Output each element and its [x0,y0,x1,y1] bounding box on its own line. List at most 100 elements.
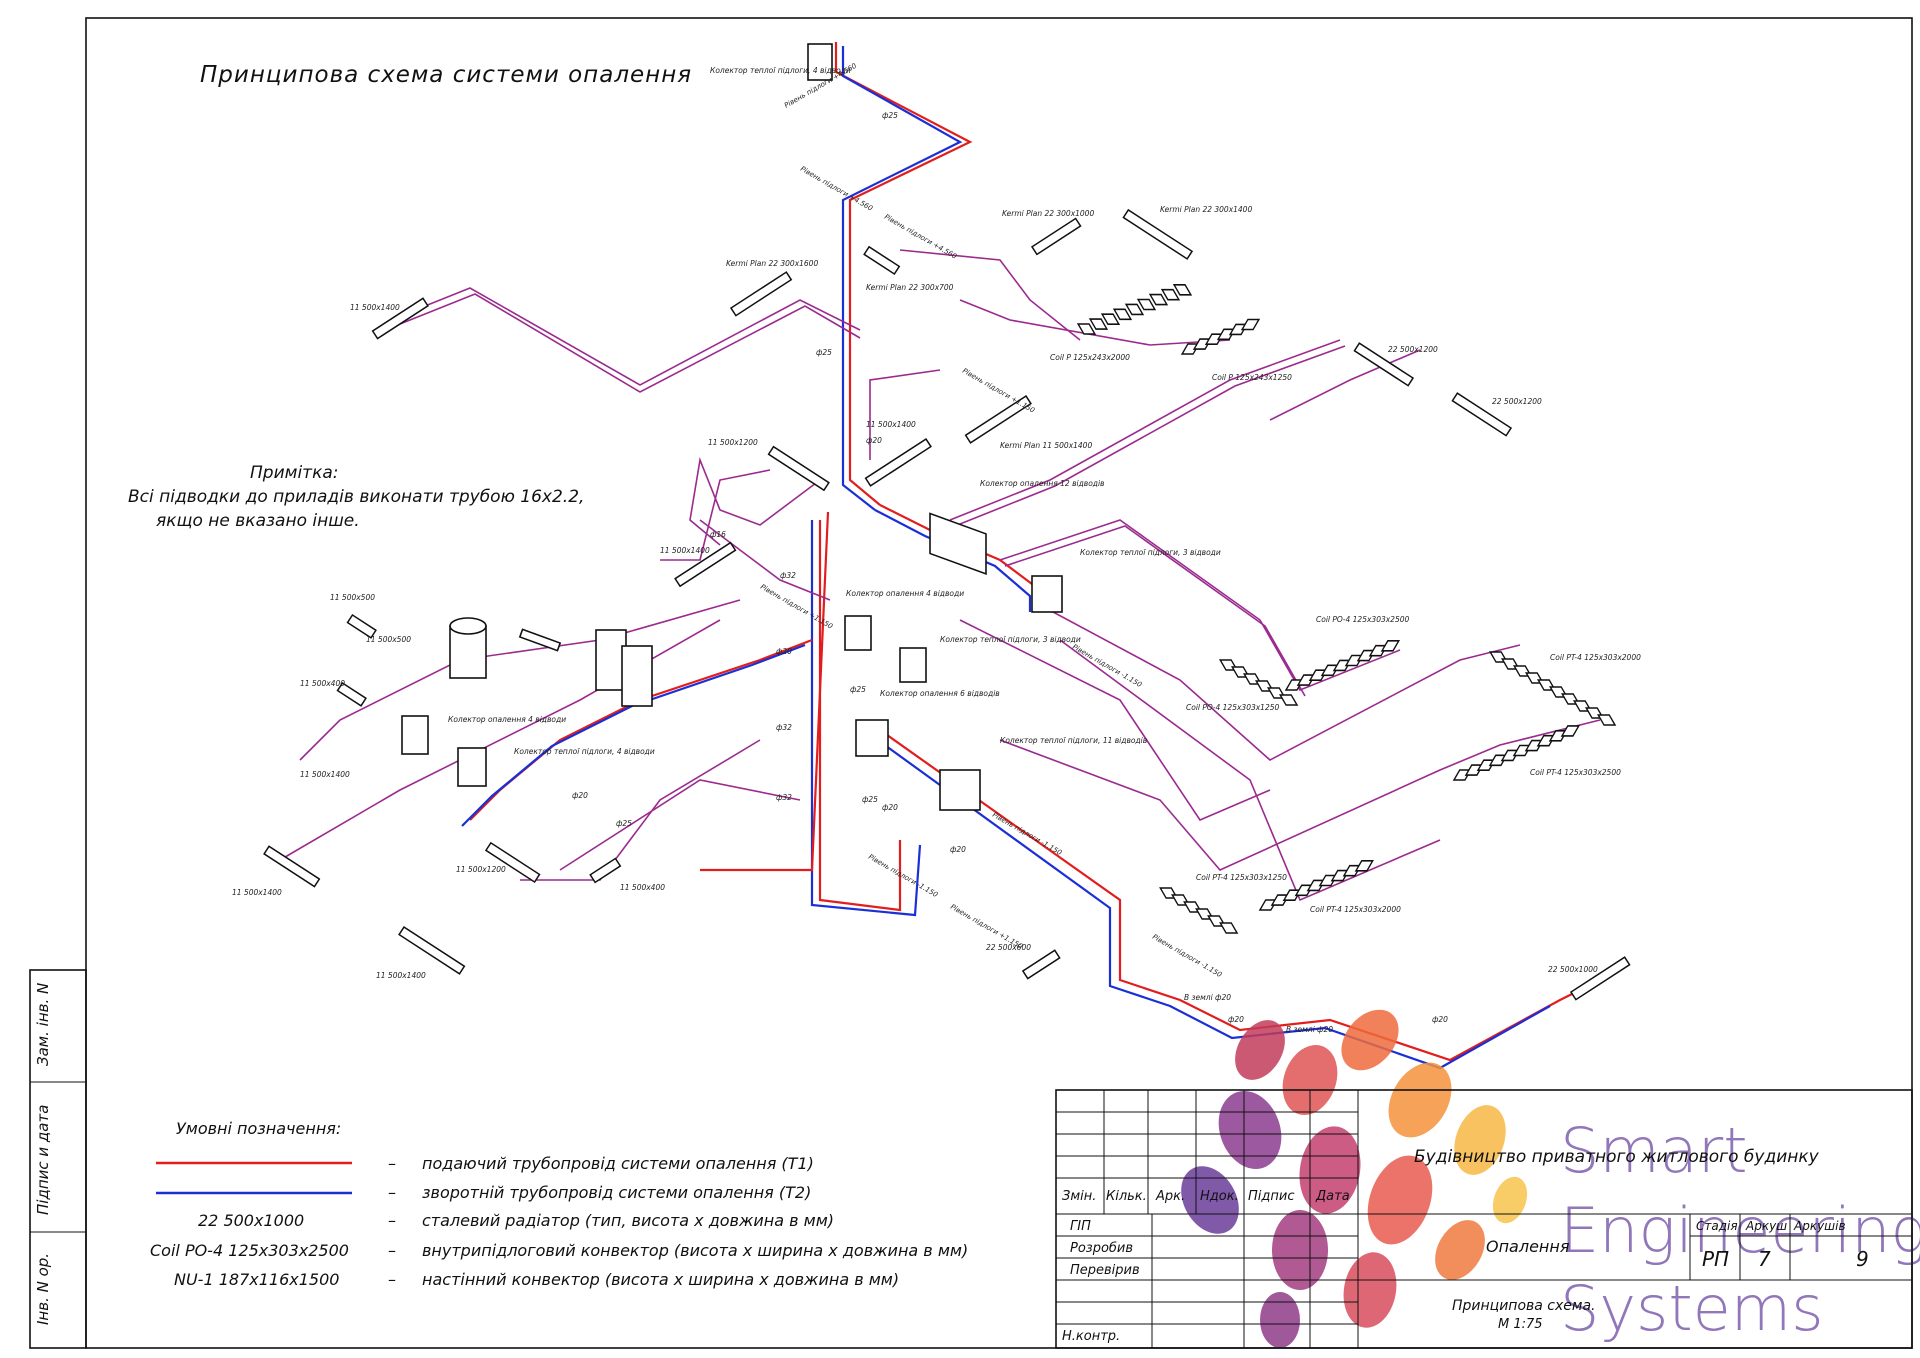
legend-text-radiator: сталевий радіатор (тип, висота х довжина… [422,1211,834,1230]
radiator-label: 22 500х1000 [1548,965,1598,974]
radiator [346,613,377,639]
radiator-label: 11 500х1400 [300,770,350,779]
tb-row-rozrobyv: Розробив [1070,1241,1133,1256]
radiator-label: 11 500х1400 [376,971,426,980]
watermark-line-1: Smart [1560,1114,1748,1187]
legend-symbol-floor-convector: Coil PO-4 125х303х2500 [150,1241,349,1260]
tb-col-kilk: Кільк. [1106,1189,1147,1204]
tb-col-pidpys: Підпис [1248,1189,1294,1204]
tb-stage-label: Стадія [1696,1219,1738,1233]
kermi-label: Kermi Plan 22 300х1600 [726,259,818,268]
collector-label: Колектор теплої підлоги, 4 відводи [514,747,655,756]
kermi-label: Kermi Plan 11 500х1400 [1000,441,1092,450]
radiator-label: 11 500х400 [300,679,345,688]
tb-row-perevirv: Перевірив [1070,1263,1140,1278]
legend-symbol-wall-convector: NU-1 187х116х1500 [174,1270,339,1289]
radiator-label: 11 500х1400 [660,546,710,555]
collector-box-2 [1031,575,1063,613]
radiator [1030,217,1082,256]
tb-sheets-total: 9 [1856,1247,1869,1271]
radiator [863,245,901,276]
pipe-label: ф20 [882,803,898,812]
tb-row-nkontr: Н.контр. [1062,1329,1120,1344]
pipe-label: ф20 [1432,1015,1448,1024]
radiator [1122,208,1194,260]
collector-label: Колектор опалення 4 відводи [448,715,566,724]
watermark-logo-icon [1181,1009,1528,1348]
radiator [1021,949,1061,980]
radiator [864,438,932,487]
pipe-label: ф20 [572,791,588,800]
collector-box-8 [457,747,487,787]
level-label: Рівень підлоги +4.560 [883,213,958,261]
radiator-label: 11 500х1200 [456,865,506,874]
boiler-unit-2 [621,645,653,707]
convector-label: Coil P 125х243х1250 [1212,373,1292,382]
title-block: Змін. Кільк. Арк. Ндок. Підпис Дата ГІП … [1055,1089,1913,1349]
equipment [401,43,1063,811]
convector-label: Coil PT-4 125х303х2500 [1530,768,1621,777]
boiler-unit-1 [595,629,627,691]
side-stamp-1: Зам. інв. N [34,983,52,1066]
collector-label: Колектор опалення 12 відводів [980,479,1104,488]
legend-symbol-radiator: 22 500х1000 [198,1211,304,1230]
collector-box-7 [401,715,429,755]
pipe-label: ф20 [1228,1015,1244,1024]
tb-col-ark: Арк. [1155,1189,1185,1204]
watermark: Smart Engineering Systems [1181,1009,1920,1348]
ground-label: В землі ф20 [1286,1025,1333,1034]
watermark-line-3: Systems [1560,1272,1824,1345]
collector-box-4 [899,647,927,683]
convector-label: Coil P 125х243х2000 [1050,353,1130,362]
level-label: Рівень підлоги +1.150 [961,367,1036,415]
note-line-1: Всі підводки до приладів виконати трубою… [128,487,584,507]
convector-label: Coil PT-4 125х303х2000 [1310,905,1401,914]
legend-dash: – [388,1154,396,1173]
radiator [1451,392,1513,437]
radiator-label: 11 500х500 [366,635,411,644]
floor-convector-grille [1452,725,1581,781]
pipe-label: ф32 [780,571,796,580]
legend-text-wall-convector: настінний конвектор (висота х ширина х д… [422,1270,899,1289]
ground-label: В землі ф20 [1184,993,1231,1002]
radiator [964,395,1032,444]
collector-box-5 [855,719,889,757]
floor-convector-grille [1076,283,1193,335]
floor-convector-grille [1284,639,1401,691]
radiator [398,926,466,975]
collector-label: Колектор опалення 6 відводів [880,689,1000,698]
legend-dash: – [388,1270,396,1289]
floor-convector-grille [1159,887,1239,934]
radiator-label: 11 500х1400 [866,420,916,429]
radiator-label: 11 500х400 [620,883,665,892]
side-stamp-2: Підпис и дата [34,1105,52,1215]
tb-sheet-label: Аркуш [1745,1219,1787,1233]
legend-dash: – [388,1183,396,1202]
floor-convector-grille [1180,318,1261,355]
legend-dash: – [388,1211,396,1230]
tb-section: Опалення [1486,1237,1570,1256]
tb-col-ndok: Ндок. [1200,1189,1239,1204]
legend-text-floor-convector: внутрипідлоговий конвектор (висота х шир… [422,1241,968,1260]
floor-convector-grille [1258,859,1374,911]
radiator [1569,956,1631,1001]
radiator [674,541,737,588]
radiator [1353,342,1415,387]
kermi-label: Kermi Plan 22 300х1000 [1002,209,1094,218]
radiator-label: 11 500х1400 [350,303,400,312]
level-label: Рівень підлоги -1.150 [867,853,940,900]
main-collector-box [929,512,987,575]
kermi-label: Kermi Plan 22 300х700 [866,283,954,292]
side-stamp-3: Інв. N ор. [34,1253,52,1325]
radiators [263,208,1631,1001]
radiator [767,445,830,492]
side-stamp: Зам. інв. N Підпис и дата Інв. N ор. [29,969,87,1349]
note-line-2: якщо не вказано інше. [156,511,360,531]
tb-sheets-label: Аркушів [1793,1219,1846,1233]
collector-label: Колектор теплої підлоги, 3 відводи [1080,548,1221,557]
convector-label: Coil PO-4 125х303х2500 [1316,615,1409,624]
floor-convector-grille [1218,659,1299,706]
pipe-label: ф25 [816,348,832,357]
floor-convector-grille [1488,651,1617,726]
